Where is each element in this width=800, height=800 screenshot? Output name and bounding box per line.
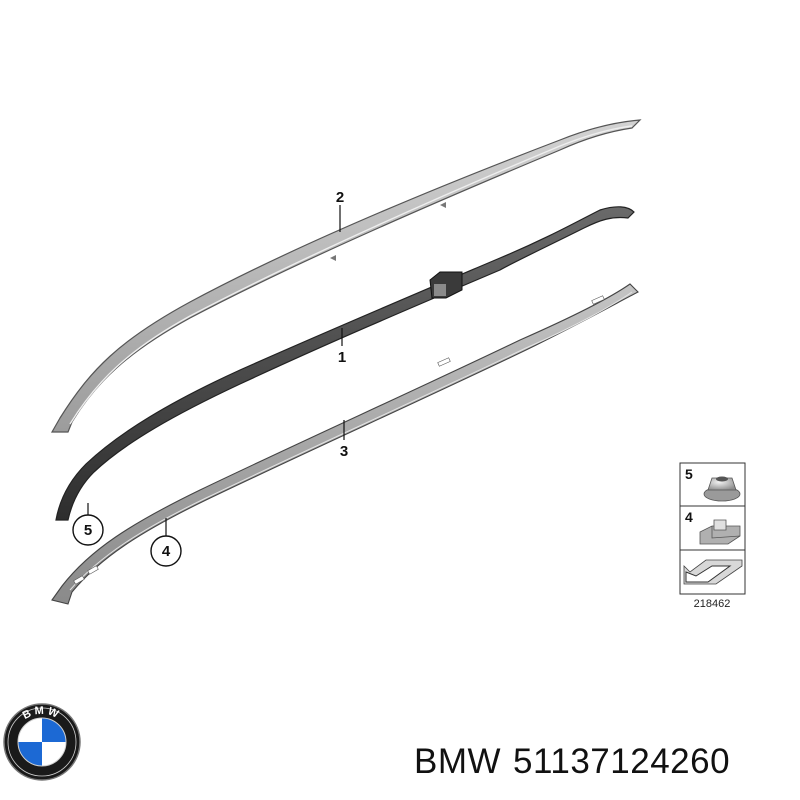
clip-icon xyxy=(699,519,741,545)
diagram-reference-number: 218462 xyxy=(694,598,731,610)
callout-part-2: 2 xyxy=(336,189,344,206)
legend-box: 5 4 218462 xyxy=(679,462,746,610)
part-number: 51137124260 xyxy=(513,742,731,781)
logo-lettering: BMW xyxy=(21,705,60,722)
part-caption: BMW 51137124260 xyxy=(414,742,730,782)
part-1-roof-rail xyxy=(55,206,635,521)
direction-arrow-icon xyxy=(683,559,743,585)
nut-icon xyxy=(703,476,741,502)
legend-number-4: 4 xyxy=(685,509,693,525)
callout-part-4: 4 xyxy=(162,543,171,560)
callout-circle-part-4: 4 xyxy=(150,535,182,567)
leader-lines xyxy=(87,205,345,537)
part-3-seal-strip xyxy=(51,283,639,605)
callout-part-5: 5 xyxy=(84,522,92,539)
callout-circle-part-5: 5 xyxy=(72,514,104,546)
svg-text:BMW: BMW xyxy=(21,705,63,722)
legend-number-5: 5 xyxy=(685,466,693,482)
callout-part-1: 1 xyxy=(338,349,346,366)
callout-part-3: 3 xyxy=(340,443,348,460)
part-2-roof-rail-cover xyxy=(50,119,642,433)
bmw-logo: BMW xyxy=(3,703,81,781)
brand-name: BMW xyxy=(414,742,502,781)
